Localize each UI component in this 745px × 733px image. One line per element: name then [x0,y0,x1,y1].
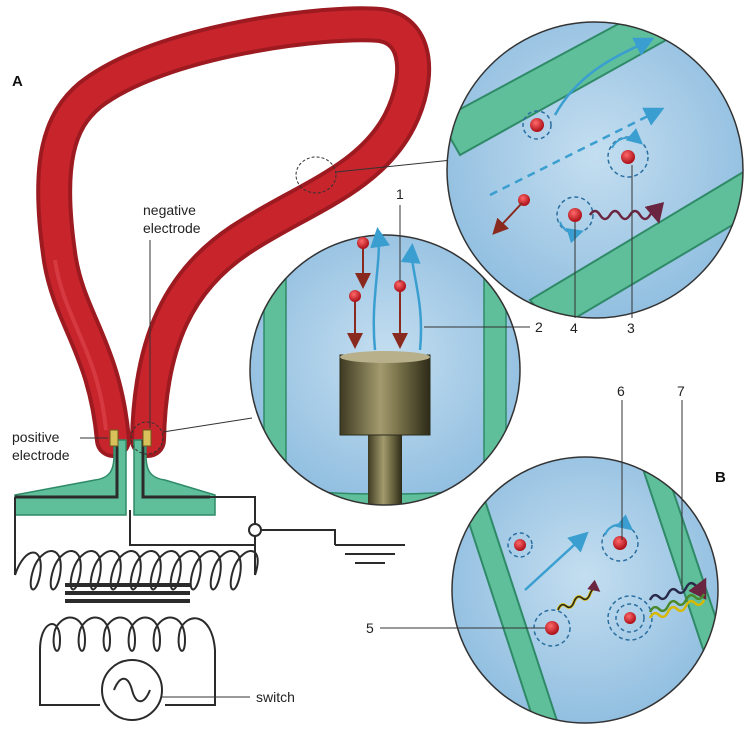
positive-electrode-label-2: electrode [12,447,70,463]
panel-label-b: B [715,469,726,486]
zoom-marker-tube [295,156,337,194]
callout-7: 7 [677,383,685,399]
callout-5: 5 [366,620,374,636]
positive-electrode-label: positive [12,429,60,445]
callout-2: 2 [535,319,543,335]
callout-4: 4 [570,320,578,336]
circuit [14,496,336,591]
neon-tube [36,6,432,458]
transformer-core [65,583,190,603]
negative-electrode-label-2: electrode [143,220,201,236]
callout-6: 6 [617,383,625,399]
junction-node [248,523,262,537]
zoom-circle-emission [451,456,719,724]
zoom-circle-electrode [249,227,521,506]
callout-3: 3 [627,320,635,336]
negative-electrode-label: negative [143,202,196,218]
switch-label: switch [256,689,295,705]
panel-label-a: A [12,73,23,90]
callout-1: 1 [396,186,404,202]
primary-circuit [39,616,216,706]
ground-icon [335,544,405,564]
electrode-base [14,417,253,516]
